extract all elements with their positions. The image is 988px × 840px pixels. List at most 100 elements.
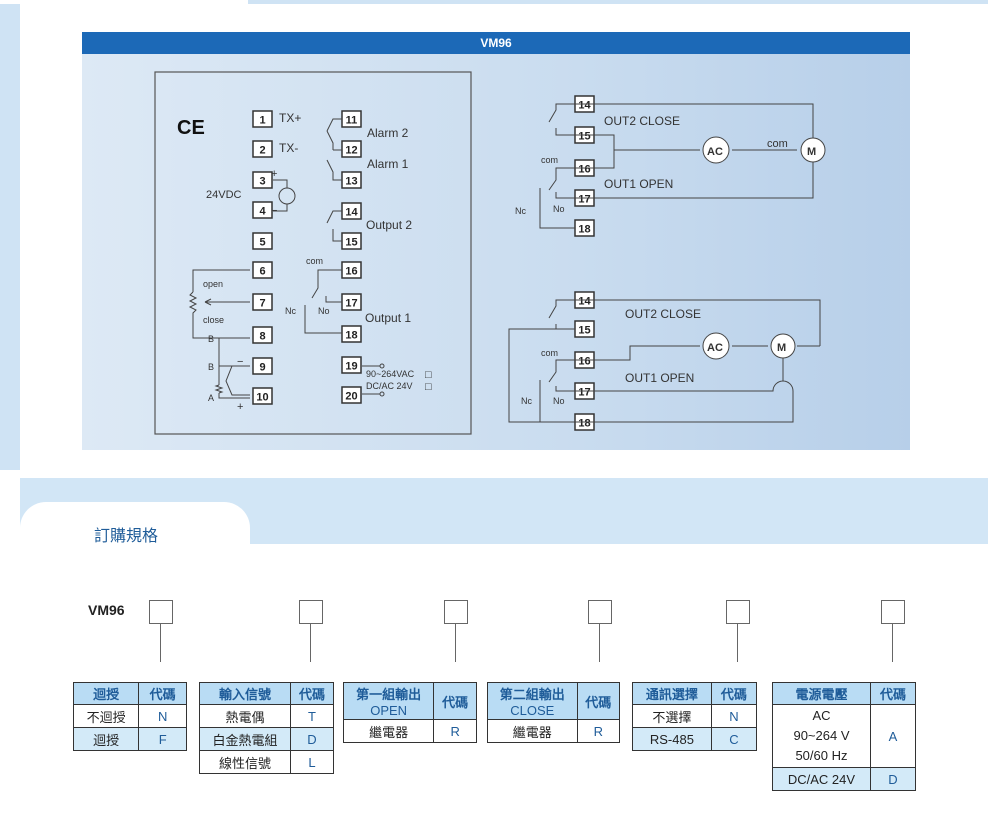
vdc-source-icon	[278, 187, 296, 205]
rd1-motor-icon	[800, 137, 826, 163]
code-box-output1[interactable]	[444, 600, 468, 624]
terminal-9-number: 9	[259, 362, 265, 374]
power-terminal-dot-1	[379, 363, 385, 369]
terminal-3-box	[252, 171, 273, 189]
output2-relay-contact	[326, 210, 342, 242]
code-box-output2[interactable]	[588, 600, 612, 624]
rd1-com-label: com	[767, 138, 788, 150]
rd1-terminal-15-number: 15	[578, 131, 590, 143]
alarm2-label: Alarm 2	[367, 126, 409, 140]
code-box-input[interactable]	[299, 600, 323, 624]
code-box-comm[interactable]	[726, 600, 750, 624]
tx-minus-label: TX-	[279, 141, 298, 155]
power-option-dc: DC/AC 24V	[772, 767, 871, 791]
rd2-motor-icon	[770, 333, 796, 359]
power-wires	[362, 365, 380, 395]
feedback-option: 不迴授	[72, 704, 140, 728]
pot-wires	[192, 269, 250, 303]
terminal-frame	[154, 71, 472, 435]
ordering-section-tab	[20, 502, 250, 552]
rtd-wires	[218, 337, 250, 399]
code-line-power	[892, 624, 893, 662]
rd2-nc-label: Nc	[521, 396, 532, 406]
terminal-7-number: 7	[259, 298, 265, 310]
input-option: 白金熱電組	[199, 727, 291, 751]
power-ac-checkbox-icon: □	[425, 369, 432, 381]
input-option: 熱電偶	[199, 704, 291, 728]
tc-minus-label: −	[237, 356, 243, 368]
rd2-terminal-14-number: 14	[578, 296, 591, 308]
rd2-m-label: M	[777, 342, 786, 354]
output1-relay-contacts	[304, 269, 342, 334]
out1-nc-label: Nc	[285, 306, 296, 316]
rd1-terminal-14-number: 14	[578, 100, 591, 112]
plus-label: +	[271, 168, 277, 180]
rd1-m-label: M	[807, 146, 816, 158]
rd2-ac-icon	[702, 332, 730, 360]
output2-code-header: 代碼	[576, 682, 621, 720]
terminal-19-number: 19	[345, 361, 357, 373]
output2-code: R	[576, 719, 621, 743]
output1-label: Output 1	[365, 311, 411, 325]
thermocouple-icon	[225, 365, 250, 396]
diagram-title-bar: VM96	[82, 32, 910, 54]
rd1-terminal-17-number: 17	[578, 194, 590, 206]
power-ac-label: 90~264VAC	[366, 369, 415, 379]
feedback-header: 迴授	[72, 682, 140, 705]
input-option: 線性信號	[199, 750, 291, 774]
input-code: T	[289, 704, 335, 728]
rd1-terminal-16-number: 16	[578, 164, 590, 176]
comm-code-header: 代碼	[710, 682, 758, 705]
right-diagram-2-wires	[508, 299, 821, 423]
code-box-power[interactable]	[881, 600, 905, 624]
feedback-code-header: 代碼	[138, 682, 187, 705]
code-box-feedback[interactable]	[149, 600, 173, 624]
alarm1-label: Alarm 1	[367, 157, 409, 171]
rd2-out2-contact	[548, 299, 575, 330]
power-header: 電源電壓	[772, 682, 871, 705]
rd1-nc-label: Nc	[515, 206, 526, 216]
output1-option: 繼電器	[342, 719, 435, 743]
b-label-2: B	[208, 362, 214, 372]
power-ac-line3: 50/60 Hz	[795, 748, 848, 763]
comm-option: RS-485	[632, 727, 712, 751]
terminal-20-box	[341, 386, 362, 404]
terminal-6-box	[252, 261, 273, 279]
terminal-9-box	[252, 357, 273, 375]
power-code-header: 代碼	[869, 682, 917, 705]
terminal-5-number: 5	[259, 237, 265, 249]
terminal-6-number: 6	[259, 266, 265, 278]
rd2-out1-contact	[539, 359, 575, 422]
rd1-out1-label: OUT1 OPEN	[604, 177, 673, 191]
output2-header-line1: 第二組輸出	[499, 687, 565, 702]
terminal-8-number: 8	[259, 331, 265, 343]
terminal-10-box	[252, 387, 273, 405]
feedback-code: F	[138, 727, 187, 751]
rd2-terminal-17-number: 17	[578, 387, 590, 399]
code-line-feedback	[160, 624, 161, 662]
power-dc-checkbox-icon: □	[425, 381, 432, 393]
output1-header-line1: 第一組輸出	[356, 687, 422, 702]
code-line-output2	[599, 624, 600, 662]
power-code: D	[869, 767, 917, 791]
comm-code: N	[710, 704, 758, 728]
a-label: A	[208, 393, 214, 403]
rd1-out1-contact	[539, 167, 575, 200]
power-code: A	[869, 704, 917, 768]
terminal-12-box	[341, 140, 362, 158]
open-label: open	[203, 279, 223, 289]
terminal-13-number: 13	[345, 176, 357, 188]
terminal-12-number: 12	[345, 145, 357, 157]
tx-plus-label: TX+	[279, 111, 301, 125]
input-code: L	[289, 750, 335, 774]
code-line-input	[310, 624, 311, 662]
